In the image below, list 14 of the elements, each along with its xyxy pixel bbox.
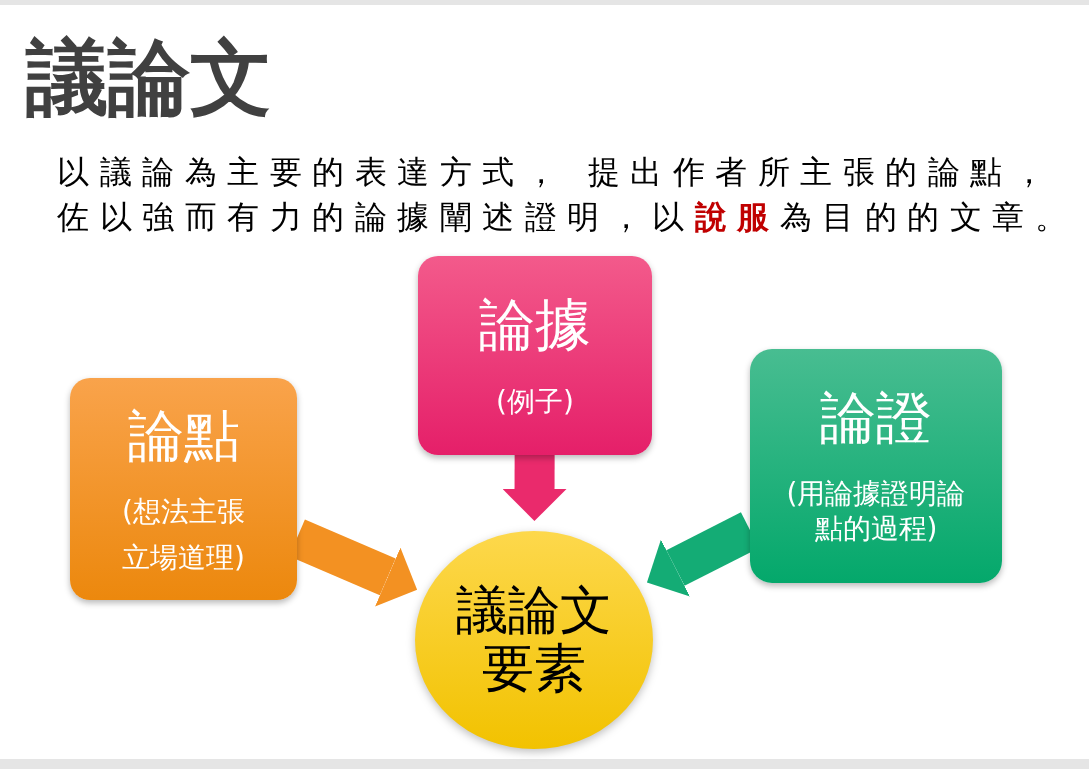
circle-label: 議論文要素 — [455, 581, 613, 697]
box-title: 論據 — [479, 293, 591, 357]
center-circle — [415, 531, 653, 749]
slide-title: 議論文 — [26, 35, 272, 121]
box-note: (例子) — [496, 384, 574, 420]
box-note: (想法主張立場道理) — [121, 494, 246, 576]
body-text: 以議論為主要的表達方式， 提出作者所主張的論點，佐以強而有力的論據闡述證明，以說服為目的的文章。 — [57, 152, 1078, 238]
box-note: (用論據證明論點的過程) — [785, 476, 967, 546]
box-title: 論證 — [820, 386, 932, 450]
concept-box — [418, 256, 652, 455]
concept-box — [750, 349, 1002, 583]
block-arrow — [502, 454, 567, 521]
concept-box — [70, 378, 297, 600]
box-title: 論點 — [127, 404, 240, 468]
